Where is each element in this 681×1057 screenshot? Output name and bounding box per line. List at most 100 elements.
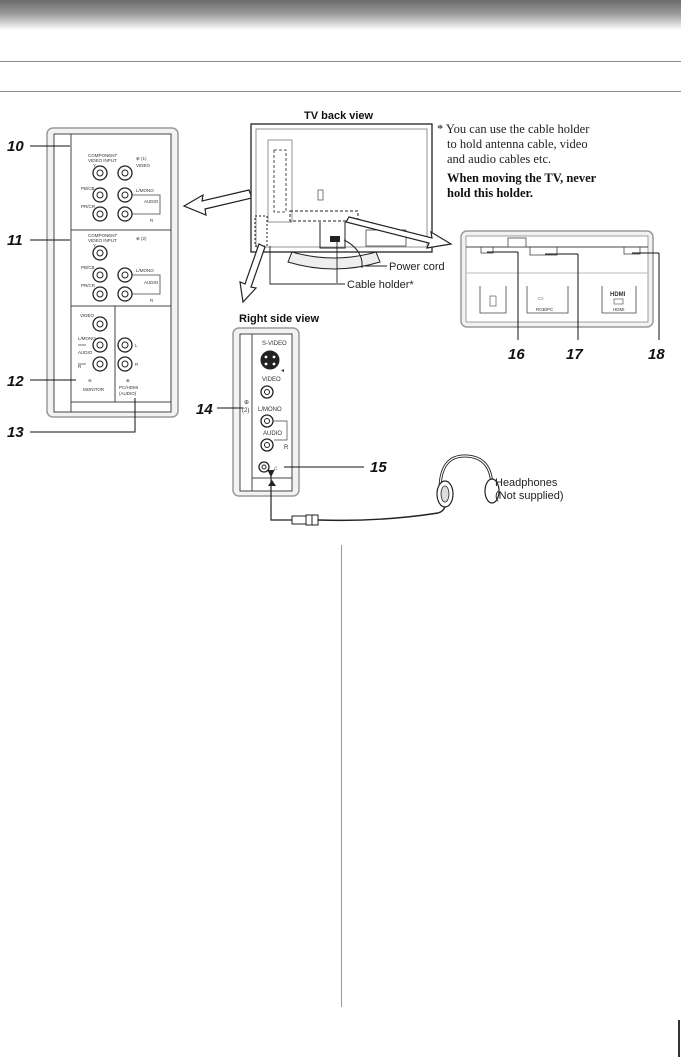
pb-label: PB/CB <box>81 186 95 191</box>
pb-label: PB/CB <box>81 265 95 270</box>
lmono-label: L/MONO <box>258 407 282 413</box>
input-icon: ⊕ <box>126 378 130 383</box>
callout-14: 14 <box>196 401 213 418</box>
pb-jack-1 <box>92 187 108 203</box>
monitor-label: MONITOR <box>83 387 105 392</box>
audio-r-jack-2 <box>117 286 133 302</box>
headphones <box>267 454 500 526</box>
y-jack-1 <box>92 165 108 181</box>
comp2-subtitle: VIDEO INPUT <box>88 238 117 243</box>
note-line-4: When moving the TV, never <box>447 171 597 185</box>
tv-back-view-heading: TV back view <box>304 110 374 122</box>
pr-jack-2 <box>92 286 108 302</box>
monitor-video-jack <box>92 316 108 332</box>
pc-audio-r-jack <box>117 356 133 372</box>
video-label: VIDEO <box>80 313 95 318</box>
note-line-1: * You can use the cable holder <box>437 122 590 136</box>
y-label: Y <box>93 243 96 248</box>
monitor-audio-l-jack <box>92 337 108 353</box>
r-label: R <box>284 445 289 451</box>
note-line-3: and audio cables etc. <box>447 152 551 166</box>
callout-15: 15 <box>370 459 387 476</box>
arrow-to-side-view <box>239 243 266 304</box>
pr-label: PR/CR <box>81 204 96 209</box>
input-icon: ⊕ <box>136 236 140 241</box>
tv-back-view <box>250 123 433 285</box>
pr-label: PR/CR <box>81 283 96 288</box>
comp1-title: COMPONENT <box>88 153 118 158</box>
page-edge-mark <box>678 1020 680 1057</box>
callout-12: 12 <box>7 373 24 390</box>
note-line-2: to hold antenna cable, video <box>447 137 588 151</box>
pb-jack-2 <box>92 267 108 283</box>
pc-audio-l-jack <box>117 337 133 353</box>
column-divider <box>341 545 342 1007</box>
headphone-icon: ♫ <box>273 466 278 472</box>
lmono-label: L/MONO <box>136 268 154 273</box>
callouts-bottom-panel: 16 17 18 <box>487 251 665 363</box>
comp1-subtitle: VIDEO INPUT <box>88 158 117 163</box>
rgb-pc-icon: ▭ <box>538 296 544 302</box>
comp1-number: (1) <box>141 156 147 161</box>
callout-13: 13 <box>7 424 24 441</box>
power-cord-label: Power cord <box>389 261 445 273</box>
pc-hdmi-label: PC/HDMI <box>119 385 138 390</box>
arrow-left-icon: ◂ <box>281 368 284 374</box>
comp2-number: (2) <box>141 236 147 241</box>
audio-l-jack-1 <box>117 187 133 203</box>
side-input-number: (2) <box>242 408 249 414</box>
y-label: Y <box>93 163 96 168</box>
video-jack-1 <box>117 165 133 181</box>
pc-hdmi-audio-label: (AUDIO) <box>119 391 137 396</box>
side-video-jack <box>260 385 274 399</box>
cable-holder-note: * You can use the cable holder to hold a… <box>437 122 597 200</box>
callout-10: 10 <box>7 138 24 155</box>
video-label: VIDEO <box>262 377 281 383</box>
side-audio-r-jack <box>260 438 274 452</box>
l-label: L <box>135 343 138 348</box>
lmono-label: L/MONO <box>136 188 154 193</box>
svideo-label: S-VIDEO <box>262 341 287 347</box>
cable-holder-label: Cable holder* <box>347 279 414 291</box>
callout-16: 16 <box>508 346 525 363</box>
y-jack-2 <box>92 245 108 261</box>
audio-r-jack-1 <box>117 206 133 222</box>
audio-label: AUDIO <box>263 431 282 437</box>
bottom-terminal-panel: ▭ RGB/PC HDMI HDMI <box>460 230 654 328</box>
header-rule-top <box>0 61 681 62</box>
input-icon: ⊕ <box>244 400 249 406</box>
rear-terminal-panel: COMPONENT VIDEO INPUT ⊕ (1) Y VIDEO PB/C… <box>46 127 179 418</box>
rgb-pc-label: RGB/PC <box>536 307 554 312</box>
r-label: R <box>78 364 82 369</box>
arrow-to-bottom-panel <box>345 216 453 249</box>
callout-17: 17 <box>566 346 583 363</box>
r-label: R <box>150 218 154 223</box>
monitor-audio-r-jack <box>92 356 108 372</box>
audio-label: AUDIO <box>78 350 93 355</box>
callout-11: 11 <box>7 232 23 249</box>
callouts-side-panel: 14 15 <box>196 401 387 476</box>
side-audio-l-jack <box>260 414 274 428</box>
side-terminal-panel: S-VIDEO ◂ VIDEO L/MONO AUDIO R ⊕ (2) ♫ <box>232 327 300 497</box>
note-line-5: hold this holder. <box>447 186 533 200</box>
output-icon: ⊖ <box>88 378 92 383</box>
callouts-left: 10 11 12 13 <box>7 138 136 441</box>
hdmi-label: HDMI <box>613 307 625 312</box>
comp2-title: COMPONENT <box>88 233 118 238</box>
headphone-jack <box>258 461 270 473</box>
r-label: R <box>135 362 139 367</box>
arrow-to-rear-panel <box>182 189 253 216</box>
pr-jack-1 <box>92 206 108 222</box>
right-side-view-heading: Right side view <box>239 313 320 325</box>
lmono-label: L/MONO <box>78 336 96 341</box>
audio-label: AUDIO <box>144 280 159 285</box>
svideo-jack <box>260 350 280 370</box>
r-label: R <box>150 298 154 303</box>
header-rule-bottom <box>0 91 681 92</box>
headphones-note: (Not supplied) <box>495 490 563 502</box>
hdmi-logo: HDMI <box>610 292 626 298</box>
callout-18: 18 <box>648 346 665 363</box>
audio-l-jack-2 <box>117 267 133 283</box>
headphones-label: Headphones <box>495 477 558 489</box>
